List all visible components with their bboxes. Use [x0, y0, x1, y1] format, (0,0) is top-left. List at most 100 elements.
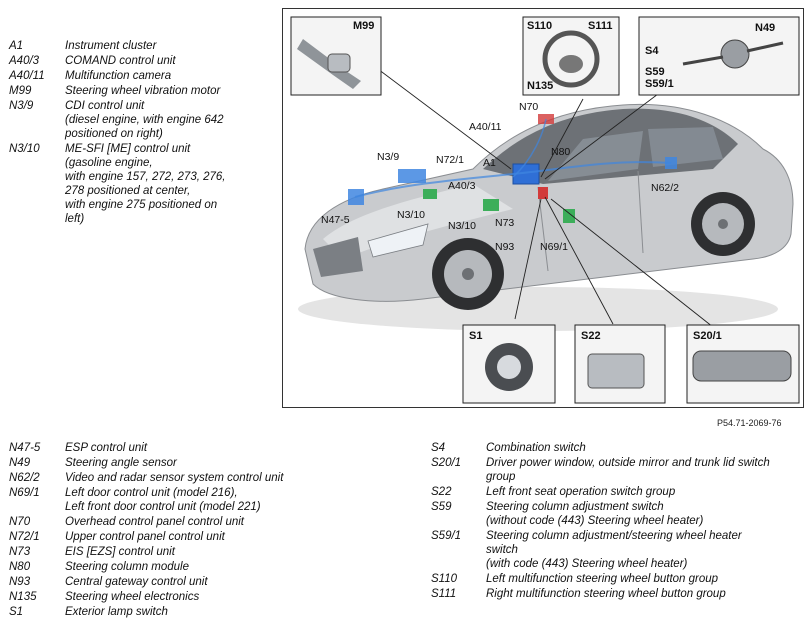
- legend-row: M99 Steering wheel vibration motor: [9, 84, 269, 98]
- box-label-s111: S111: [588, 20, 612, 32]
- legend-code: S1: [9, 606, 24, 618]
- legend-description: Steering column module: [65, 561, 190, 573]
- box-label-m99: M99: [353, 20, 374, 32]
- legend-row: N70 Overhead control panel control unit: [9, 515, 409, 529]
- legend-code: S110: [431, 573, 458, 585]
- legend-code: S4: [431, 442, 446, 454]
- legend-description: Steering angle sensor: [65, 457, 177, 469]
- legend-description: Left front seat operation switch group: [486, 486, 676, 498]
- callout-a4011: A40/11: [469, 121, 502, 133]
- legend-code: N70: [9, 516, 31, 528]
- legend-code: N49: [9, 457, 31, 469]
- callout-a403: A40/3: [448, 180, 476, 192]
- inset-steering-wheel: [522, 16, 620, 96]
- legend-row: N3/9 CDI control unit (diesel engine, wit…: [9, 99, 269, 141]
- legend-description: Left multifunction steering wheel button…: [486, 573, 719, 585]
- legend-description: Overhead control panel control unit: [65, 516, 244, 528]
- callout-n73: N73: [495, 217, 514, 229]
- legend-description: Combination switch: [486, 442, 586, 454]
- callout-n70: N70: [519, 101, 538, 113]
- legend-description: Steering wheel electronics: [65, 591, 200, 603]
- legend-code: A40/11: [9, 70, 45, 82]
- legend-row: A40/3 COMAND control unit: [9, 54, 269, 68]
- legend-row: N93 Central gateway control unit: [9, 575, 409, 589]
- inset-s201: [686, 324, 800, 404]
- legend-code: N135: [9, 591, 37, 603]
- legend-row: N47-5 ESP control unit: [9, 441, 409, 455]
- legend-row: N80 Steering column module: [9, 560, 409, 574]
- legend-row: N135 Steering wheel electronics: [9, 590, 409, 604]
- legend-row: N49 Steering angle sensor: [9, 456, 409, 470]
- legend-row: S4 Combination switch: [431, 441, 801, 455]
- inset-s1: [462, 324, 556, 404]
- legend-description: ESP control unit: [65, 442, 148, 454]
- component-location-diagram: M99 S110 S111 N135 N49 S4 S59 S59/1 S1 S…: [282, 8, 804, 408]
- box-label-s59: S59: [645, 66, 665, 78]
- legend-code: N93: [9, 576, 31, 588]
- legend-code: A1: [9, 40, 24, 52]
- legend-row: A1 Instrument cluster: [9, 39, 269, 53]
- legend-row: N3/10 ME-SFI [ME] control unit (gasoline …: [9, 142, 269, 226]
- box-label-n49: N49: [755, 22, 775, 34]
- callout-n310: N3/10: [397, 209, 425, 221]
- box-label-s1: S1: [469, 330, 482, 342]
- legend-description: Steering column adjustment switch (witho…: [486, 501, 704, 527]
- box-label-s110: S110: [527, 20, 552, 32]
- legend-description: ME-SFI [ME] control unit (gasoline engin…: [65, 143, 226, 225]
- legend-description: Steering wheel vibration motor: [65, 85, 221, 97]
- legend-code: N47-5: [9, 442, 41, 454]
- legend-description: Right multifunction steering wheel butto…: [486, 588, 726, 600]
- legend-code: S22: [431, 486, 452, 498]
- callout-n622: N62/2: [651, 182, 679, 194]
- callout-n39: N3/9: [377, 151, 399, 163]
- inset-s22: [574, 324, 666, 404]
- legend-row: S20/1 Driver power window, outside mirror…: [431, 456, 801, 484]
- reference-number: P54.71-2069-76: [717, 418, 782, 428]
- box-label-s4: S4: [645, 45, 659, 57]
- legend-description: CDI control unit (diesel engine, with en…: [65, 100, 224, 140]
- legend-code: A40/3: [9, 55, 40, 67]
- legend-row: S110 Left multifunction steering wheel bu…: [431, 572, 801, 586]
- callout-n721: N72/1: [436, 154, 464, 166]
- legend-row: S111 Right multifunction steering wheel b…: [431, 587, 801, 601]
- legend-code: N3/9: [9, 100, 34, 112]
- legend-description: Exterior lamp switch: [65, 606, 168, 618]
- callout-a1: A1: [483, 157, 496, 169]
- legend-description: Multifunction camera: [65, 70, 172, 82]
- box-label-s22: S22: [581, 330, 601, 342]
- legend-description: Instrument cluster: [65, 40, 157, 52]
- callout-n475: N47-5: [321, 214, 350, 226]
- legend-code: N3/10: [9, 143, 40, 155]
- legend-row: S22 Left front seat operation switch grou…: [431, 485, 801, 499]
- legend-code: N69/1: [9, 487, 40, 499]
- legend-code: N80: [9, 561, 31, 573]
- legend-row: S1 Exterior lamp switch: [9, 605, 409, 619]
- legend-code: N72/1: [9, 531, 40, 543]
- legend-code: M99: [9, 85, 32, 97]
- legend-row: A40/11 Multifunction camera: [9, 69, 269, 83]
- inset-combination-switch: [638, 16, 800, 96]
- legend-code: S59/1: [431, 530, 462, 542]
- callout-n310b: N3/10: [448, 220, 476, 232]
- legend-code: S20/1: [431, 457, 462, 469]
- legend-code: N62/2: [9, 472, 40, 484]
- legend-description: Driver power window, outside mirror and …: [486, 457, 770, 483]
- legend-code: S111: [431, 588, 457, 600]
- callout-n93: N93: [495, 241, 514, 253]
- callout-n691: N69/1: [540, 241, 568, 253]
- box-label-n135: N135: [527, 80, 553, 92]
- legend-description: Central gateway control unit: [65, 576, 208, 588]
- inset-m99: [290, 16, 382, 96]
- legend-code: S59: [431, 501, 452, 513]
- legend-row: S59 Steering column adjustment switch (wi…: [431, 500, 801, 528]
- legend-description: COMAND control unit: [65, 55, 176, 67]
- car-illustration: [298, 103, 794, 331]
